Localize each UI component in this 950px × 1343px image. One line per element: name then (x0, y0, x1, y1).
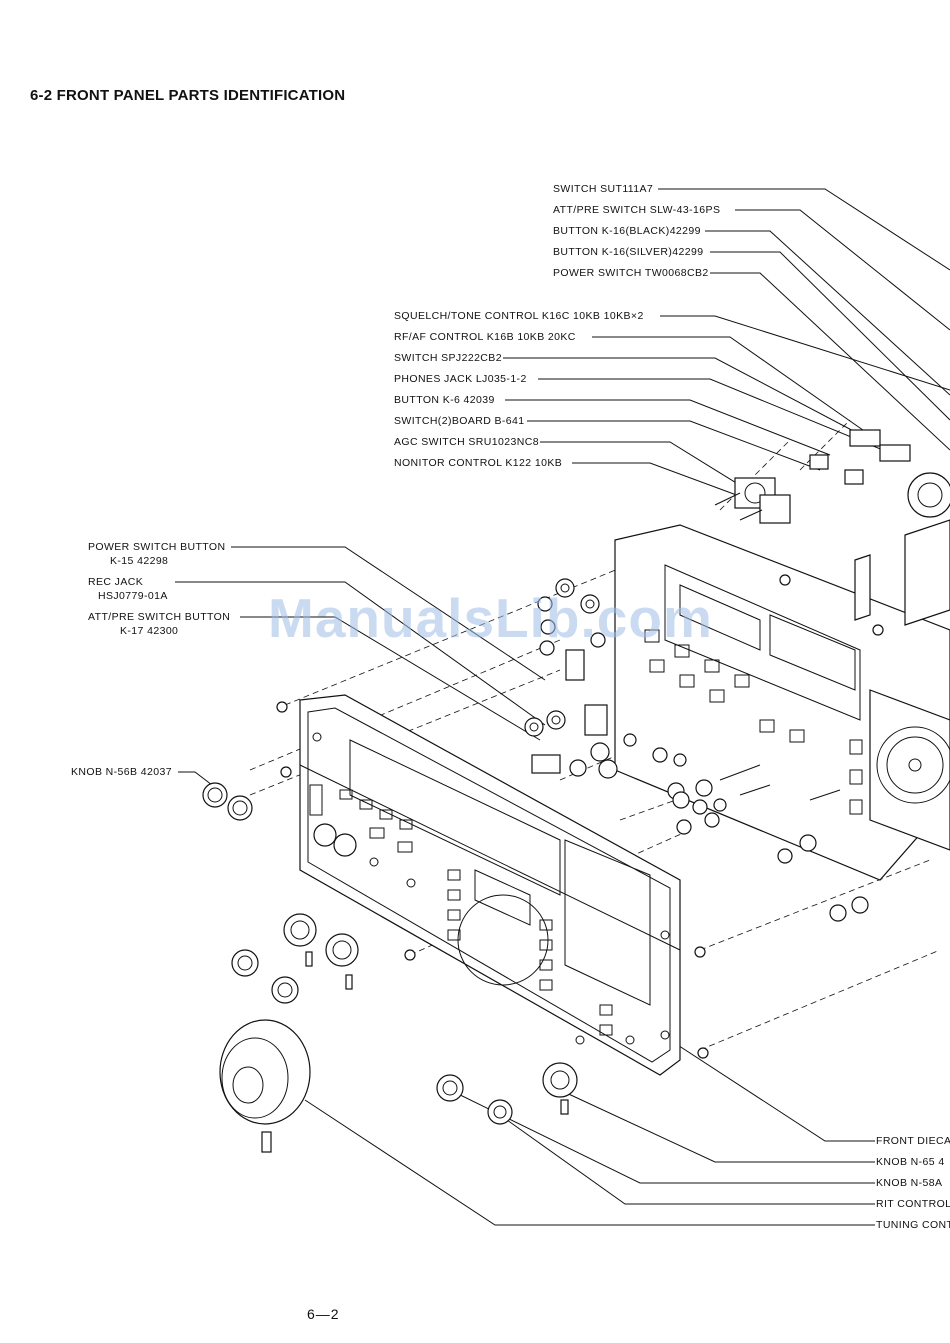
label-monitor-control: NONITOR CONTROL K122 10KB (394, 457, 563, 469)
label-button-black: BUTTON K-16(BLACK)42299 (553, 225, 701, 237)
label-rec-jack-part: HSJ0779-01A (98, 590, 168, 602)
page-number: 6—2 (307, 1306, 340, 1322)
label-rit-control: RIT CONTROL (876, 1198, 950, 1210)
label-button-k6: BUTTON K-6 42039 (394, 394, 495, 406)
label-power-switch: POWER SWITCH TW0068CB2 (553, 267, 709, 279)
label-rf-af-control: RF/AF CONTROL K16B 10KB 20KC (394, 331, 576, 343)
knobs (202, 782, 578, 1153)
label-switch-sut111a7: SWITCH SUT111A7 (553, 183, 654, 195)
label-agc-switch: AGC SWITCH SRU1023NC8 (394, 436, 539, 448)
label-att-pre-switch-button: ATT/PRE SWITCH BUTTON (88, 611, 231, 623)
controls-assembly (714, 429, 950, 524)
label-switch-spj222cb2: SWITCH SPJ222CB2 (394, 352, 502, 364)
label-button-silver: BUTTON K-16(SILVER)42299 (553, 246, 704, 258)
label-att-pre-switch: ATT/PRE SWITCH SLW-43-16PS (553, 204, 721, 216)
front-panel (299, 694, 681, 1076)
label-power-switch-button: POWER SWITCH BUTTON (88, 541, 226, 553)
label-att-pre-switch-button-part: K-17 42300 (120, 625, 179, 637)
label-knob-n56b: KNOB N-56B 42037 (71, 766, 172, 778)
label-switch-board: SWITCH(2)BOARD B-641 (394, 415, 525, 427)
label-front-diecast: FRONT DIECA (876, 1135, 950, 1147)
label-knob-n65: KNOB N-65 4 (876, 1156, 945, 1168)
label-knob-n58a: KNOB N-58A (876, 1177, 943, 1189)
page-title: 6-2 FRONT PANEL PARTS IDENTIFICATION (30, 87, 346, 104)
label-tuning-control: TUNING CONT (876, 1219, 950, 1231)
watermark: ManualsLib.com (268, 587, 713, 649)
label-rec-jack: REC JACK (88, 576, 144, 588)
label-power-switch-button-part: K-15 42298 (110, 555, 169, 567)
hardware (276, 574, 884, 1059)
label-phones-jack: PHONES JACK LJ035-1-2 (394, 373, 527, 385)
label-squelch-tone-control: SQUELCH/TONE CONTROL K16C 10KB 10KB×2 (394, 310, 644, 322)
chassis (614, 519, 950, 881)
